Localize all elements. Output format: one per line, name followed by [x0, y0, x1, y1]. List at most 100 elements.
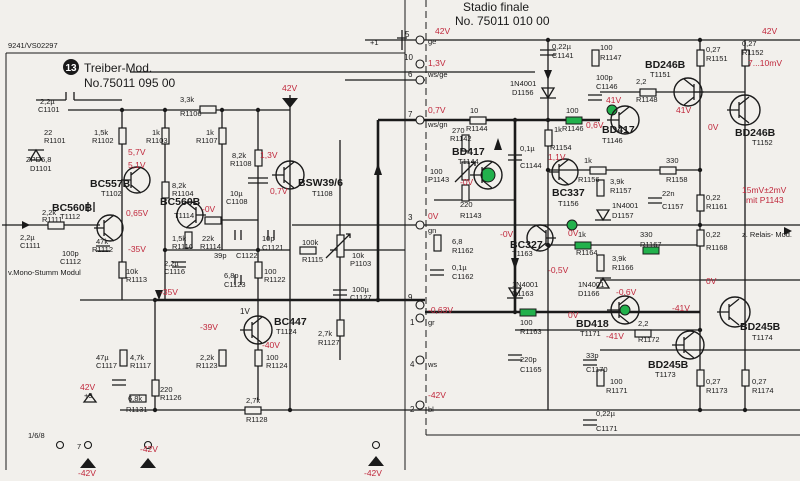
- svg-text:R1102: R1102: [92, 136, 114, 145]
- connector-pins: 5 ge 6 ws/ge 10 7 ws/gn 3 gn 9 1 gr 4 ws…: [55, 30, 448, 451]
- svg-text:0,6V: 0,6V: [586, 120, 604, 130]
- svg-text:C1162: C1162: [452, 272, 474, 281]
- signal-arrows: [2, 70, 792, 300]
- svg-text:100p: 100p: [596, 73, 613, 82]
- svg-text:-0V: -0V: [500, 229, 514, 239]
- svg-text:220: 220: [160, 385, 173, 394]
- svg-text:0,1µ: 0,1µ: [452, 263, 467, 272]
- svg-text:C1111: C1111: [20, 241, 40, 250]
- pin-2: 2 bl: [410, 400, 434, 414]
- relay-module-label: z. Relais- Mod.: [742, 230, 792, 239]
- svg-text:T1146: T1146: [602, 136, 623, 145]
- svg-text:1,3V: 1,3V: [428, 58, 446, 68]
- svg-text:2,7k: 2,7k: [318, 329, 332, 338]
- pin-9: 9: [408, 293, 425, 310]
- svg-text:R1173: R1173: [706, 386, 728, 395]
- svg-text:BC447: BC447: [274, 316, 307, 328]
- svg-text:T1112: T1112: [60, 212, 80, 221]
- svg-text:ge: ge: [428, 37, 436, 46]
- svg-text:220p: 220p: [520, 355, 537, 364]
- svg-text:D1156: D1156: [512, 88, 534, 97]
- svg-text:0,65V: 0,65V: [126, 208, 149, 218]
- svg-text:8,2k: 8,2k: [172, 181, 186, 190]
- svg-text:R1162: R1162: [452, 246, 474, 255]
- svg-text:R1168: R1168: [706, 243, 728, 252]
- svg-text:R1103: R1103: [146, 136, 168, 145]
- svg-text:ZPD6,8: ZPD6,8: [26, 155, 51, 164]
- svg-text:C1123: C1123: [224, 280, 246, 289]
- svg-text:C1170: C1170: [586, 365, 608, 374]
- svg-text:R1146: R1146: [562, 124, 584, 133]
- svg-text:-40V: -40V: [262, 340, 280, 350]
- svg-text:gr: gr: [428, 318, 435, 327]
- svg-text:ws: ws: [427, 360, 437, 369]
- svg-text:2,2µ: 2,2µ: [164, 259, 179, 268]
- svg-text:1V: 1V: [240, 307, 250, 316]
- svg-text:41V: 41V: [676, 105, 691, 115]
- svg-text:42V: 42V: [435, 26, 450, 36]
- setting-note-line2: mit P1143: [746, 195, 784, 205]
- svg-text:5,1V: 5,1V: [128, 160, 146, 170]
- svg-text:R1156: R1156: [578, 175, 600, 184]
- svg-text:R1111: R1111: [42, 215, 62, 224]
- svg-text:R1122: R1122: [264, 275, 286, 284]
- svg-text:C1141: C1141: [552, 51, 574, 60]
- svg-text:BC337: BC337: [552, 187, 585, 199]
- pin-7: 7 ws/gn: [408, 110, 448, 129]
- svg-text:R1128: R1128: [246, 415, 268, 424]
- pin-plus-9: +9: [84, 391, 93, 400]
- svg-text:0,22µ: 0,22µ: [552, 42, 572, 51]
- svg-text:BD246B: BD246B: [645, 59, 686, 71]
- svg-text:33p: 33p: [586, 351, 599, 360]
- svg-text:BD417: BD417: [602, 124, 635, 136]
- svg-text:1,1V: 1,1V: [548, 152, 566, 162]
- svg-text:-42V: -42V: [78, 468, 96, 478]
- svg-text:R1143: R1143: [460, 211, 482, 220]
- svg-text:100p: 100p: [62, 249, 79, 258]
- svg-text:3,3k: 3,3k: [180, 95, 194, 104]
- svg-text:6: 6: [408, 70, 413, 79]
- svg-text:C1165: C1165: [520, 365, 542, 374]
- svg-text:-0,5V: -0,5V: [548, 265, 569, 275]
- svg-text:6,8p: 6,8p: [224, 271, 239, 280]
- svg-text:1k: 1k: [578, 230, 586, 239]
- svg-text:6,8: 6,8: [452, 237, 462, 246]
- svg-text:R1154: R1154: [550, 143, 572, 152]
- svg-text:1k: 1k: [584, 156, 592, 165]
- svg-text:10: 10: [404, 53, 413, 62]
- svg-text:39p: 39p: [214, 251, 227, 260]
- svg-text:3: 3: [408, 213, 413, 222]
- svg-text:R1142: R1142: [450, 134, 472, 143]
- svg-text:100k: 100k: [302, 238, 319, 247]
- svg-text:R1124: R1124: [266, 361, 288, 370]
- svg-text:C1116: C1116: [164, 267, 185, 276]
- driver-module-name: Treiber-Mod.: [84, 61, 152, 75]
- supply-symbols: [80, 30, 407, 468]
- svg-text:D1101: D1101: [30, 164, 52, 173]
- potentiometer-symbols: [325, 161, 476, 259]
- svg-text:0,22: 0,22: [706, 193, 721, 202]
- svg-text:1N4001: 1N4001: [578, 280, 604, 289]
- svg-text:D1157: D1157: [612, 211, 634, 220]
- capacitor-symbols: [36, 49, 662, 426]
- svg-text:R1151: R1151: [706, 54, 728, 63]
- svg-text:4,7k: 4,7k: [130, 353, 144, 362]
- svg-text:100: 100: [266, 353, 279, 362]
- svg-text:BC560B: BC560B: [160, 196, 201, 208]
- svg-text:0V: 0V: [708, 122, 719, 132]
- svg-text:1N4001: 1N4001: [612, 201, 638, 210]
- svg-text:C1108: C1108: [226, 197, 248, 206]
- resistor-bodies: [47, 49, 750, 415]
- svg-text:0,22: 0,22: [706, 230, 721, 239]
- svg-text:T1173: T1173: [655, 370, 676, 379]
- pin-1: 1 gr: [410, 313, 435, 327]
- svg-text:-35V: -35V: [128, 244, 146, 254]
- annotation-notes: v.Mono-Stumm Modul z. Relais- Mod. 15mV±…: [8, 185, 792, 277]
- junction-dots: [119, 37, 748, 413]
- svg-text:-41V: -41V: [606, 331, 624, 341]
- svg-text:BD417: BD417: [452, 146, 485, 158]
- svg-text:R1171: R1171: [606, 386, 628, 395]
- svg-text:1k: 1k: [206, 128, 214, 137]
- svg-text:0,27: 0,27: [742, 39, 757, 48]
- svg-text:4: 4: [410, 360, 415, 369]
